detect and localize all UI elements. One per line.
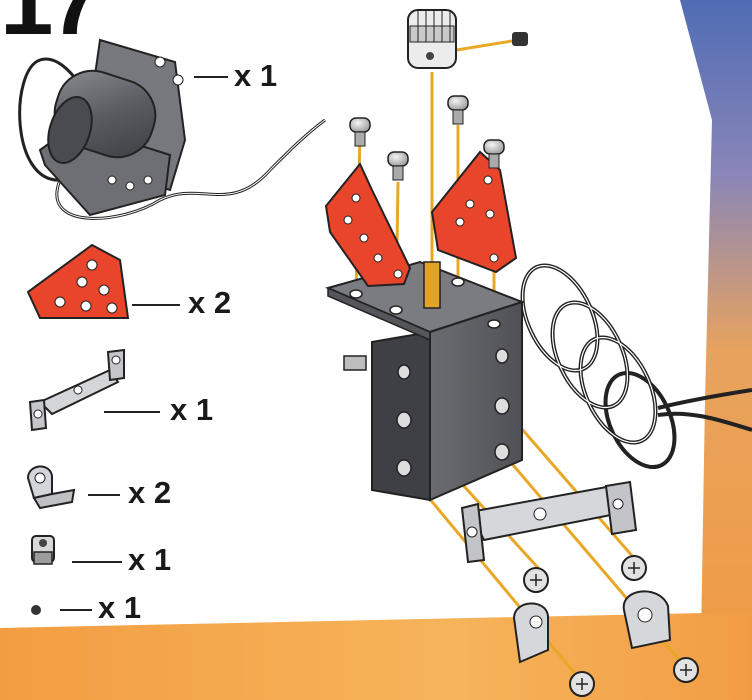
angle-bracket-part-icon: [28, 466, 74, 508]
motor-part-icon: [20, 40, 325, 218]
motor-wire-coil: [507, 254, 752, 478]
grub-screw-part-icon: [31, 605, 41, 615]
u-bracket-part-icon: [30, 350, 124, 430]
red-bracket-part-icon: [28, 245, 128, 318]
angle-bracket-assembly-right: [624, 591, 670, 648]
nuts: [524, 556, 698, 696]
motor-block: [328, 262, 522, 500]
pinion-gear: [408, 10, 456, 68]
angle-bracket-assembly-left: [514, 603, 548, 662]
red-bracket-right: [432, 152, 516, 272]
motor-shaft: [424, 262, 440, 308]
tab-icon: [344, 356, 366, 370]
u-bracket-assembly: [462, 482, 636, 562]
pinion-part-icon: [32, 536, 54, 564]
grub-screw: [512, 32, 528, 46]
